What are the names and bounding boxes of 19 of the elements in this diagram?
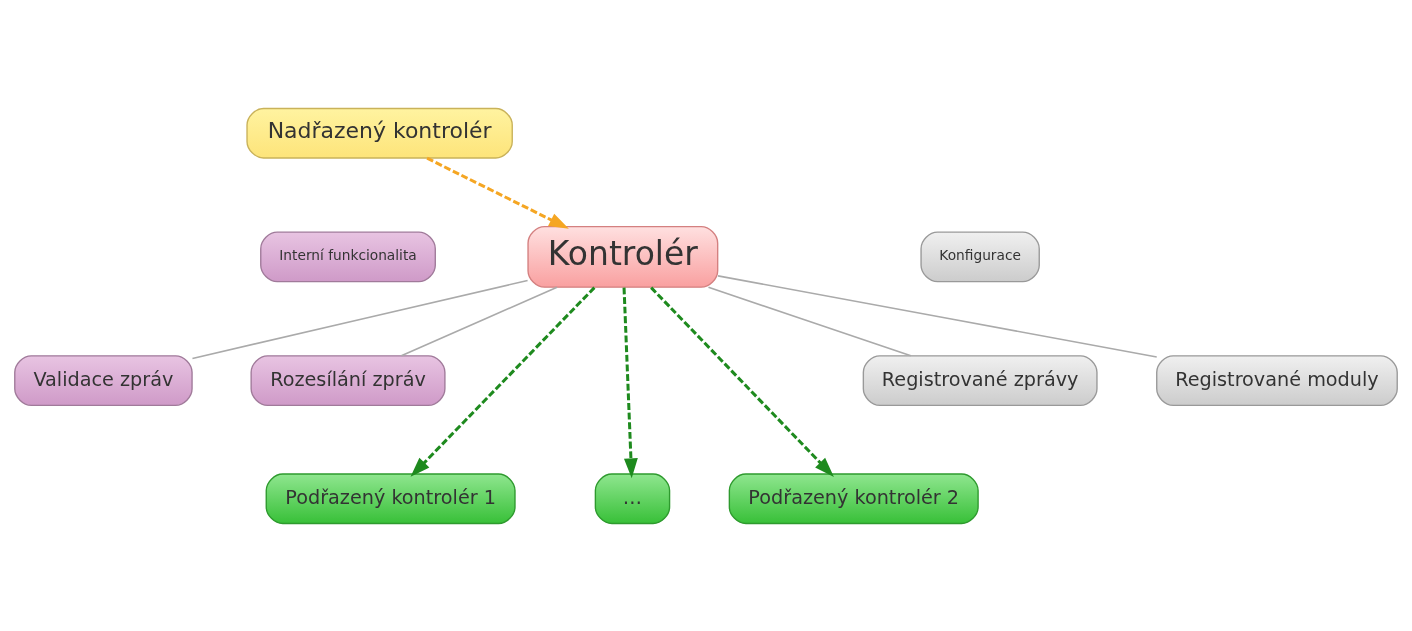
node-box: Registrované moduly: [1156, 354, 1398, 406]
node-box: Konfigurace: [920, 231, 1040, 282]
arrow: [410, 286, 596, 477]
connector: [717, 274, 1158, 358]
connector: [400, 285, 558, 357]
node-box: Registrované zprávy: [862, 354, 1098, 406]
arrow: [622, 287, 638, 478]
connector: [707, 285, 912, 357]
arrow: [426, 156, 569, 229]
node-box: Interní funkcionalita: [260, 231, 436, 282]
node-box: Validace zpráv: [14, 354, 193, 406]
node-box: Podřazený kontrolér 1: [265, 472, 516, 524]
node-box: Kontrolér: [527, 225, 719, 288]
node-box: Rozesílání zpráv: [250, 354, 446, 406]
connector: [191, 279, 529, 359]
node-box: Podřazený kontrolér 2: [728, 472, 979, 524]
node-box: Nadřazený kontrolér: [246, 107, 513, 159]
arrow: [650, 286, 834, 477]
node-box: …: [594, 472, 671, 524]
